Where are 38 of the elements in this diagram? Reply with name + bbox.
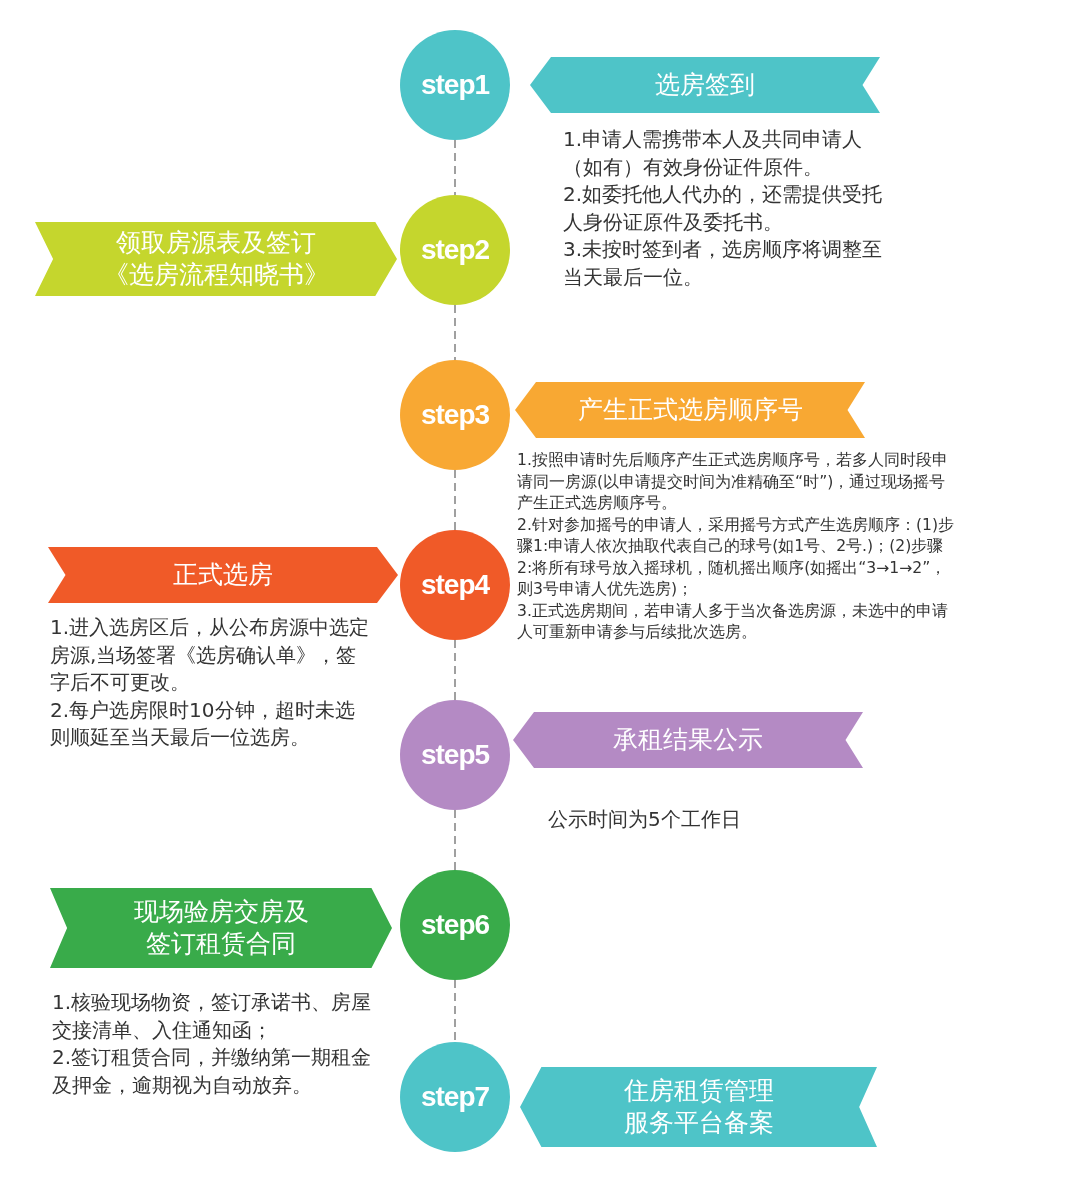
- dashed-connector: [454, 469, 456, 531]
- description-text: 公示时间为5个工作日: [548, 806, 742, 833]
- step-circle: step5: [400, 700, 510, 810]
- dashed-connector: [454, 639, 456, 701]
- step-circle: step3: [400, 360, 510, 470]
- step-circle: step1: [400, 30, 510, 140]
- description-text: 2.签订租赁合同，并缴纳第一期租金及押金，逾期视为自动放弃。: [52, 1044, 372, 1099]
- ribbon-banner: [48, 547, 398, 603]
- banner-title: 现场验房交房及签订租赁合同: [132, 895, 310, 960]
- description-text: 3.未按时签到者，选房顺序将调整至当天最后一位。: [563, 236, 884, 291]
- dashed-connector: [454, 139, 456, 196]
- banner-title: 领取房源表及签订《选房流程知晓书》: [102, 226, 330, 291]
- description-text: 1.申请人需携带本人及共同申请人（如有）有效身份证件原件。: [563, 126, 864, 181]
- dashed-connector: [454, 809, 456, 871]
- banner-title: 住房租赁管理服务平台备案: [622, 1074, 775, 1139]
- ribbon-banner: [513, 712, 863, 768]
- ribbon-banner: [35, 222, 397, 296]
- step-circle: step2: [400, 195, 510, 305]
- dashed-connector: [454, 979, 456, 1043]
- ribbon-banner: [50, 888, 392, 968]
- ribbon-banner: [515, 382, 865, 438]
- description-text: 2.针对参加摇号的申请人，采用摇号方式产生选房顺序：(1)步骤1:申请人依次抽取代表自己的球号(如1号、2号.)；(2)步骤2:将所有球号放入摇球机，随机摇出顺序(如摇出“3→1→2”，则3号申请人优先选房)；: [517, 514, 955, 601]
- banner-title: 产生正式选房顺序号: [577, 393, 803, 426]
- description-text: 2.如委托他人代办的，还需提供受托人身份证原件及委托书。: [563, 181, 884, 236]
- banner-title: 选房签到: [655, 68, 755, 101]
- description-text: 1.按照申请时先后顺序产生正式选房顺序号，若多人同时段申请同一房源(以申请提交时间为准精确至“时”)，通过现场摇号产生正式选房顺序号。: [517, 450, 949, 515]
- description-text: 1.核验现场物资，签订承诺书、房屋交接清单、入住通知函；: [52, 989, 372, 1044]
- step-circle: step6: [400, 870, 510, 980]
- step-circle: step4: [400, 530, 510, 640]
- banner-title: 正式选房: [173, 558, 273, 591]
- dashed-connector: [454, 304, 456, 361]
- description-text: 1.进入选房区后，从公布房源中选定房源,当场签署《选房确认单》，签字后不可更改。: [50, 614, 370, 697]
- ribbon-banner: [530, 57, 880, 113]
- ribbon-banner: [520, 1067, 877, 1147]
- step-circle: step7: [400, 1042, 510, 1152]
- description-text: 3.正式选房期间，若申请人多于当次备选房源，未选中的申请人可重新申请参与后续批次选房。: [517, 600, 949, 644]
- description-text: 2.每户选房限时10分钟，超时未选则顺延至当天最后一位选房。: [50, 696, 356, 752]
- banner-title: 承租结果公示: [613, 723, 763, 756]
